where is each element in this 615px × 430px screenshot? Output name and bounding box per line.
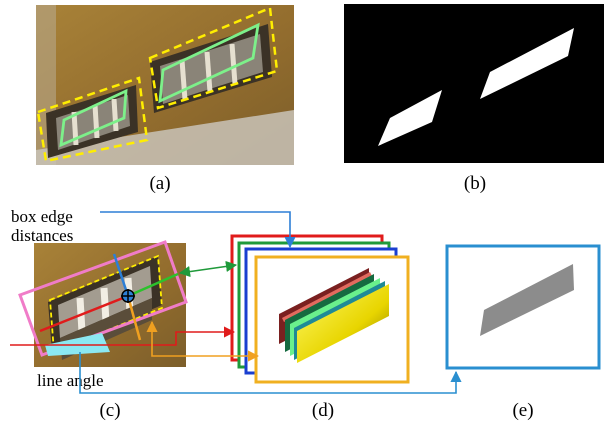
panel-c: box edge distances line angle (c) [11, 207, 188, 421]
distance-line-red [39, 294, 129, 333]
arrow-orange [146, 320, 260, 362]
panel-a: (a) [36, 5, 294, 194]
distance-line-orange [126, 295, 142, 341]
caption-e: (e) [512, 400, 533, 421]
caption-a: (a) [149, 173, 170, 194]
output-shape [480, 264, 574, 336]
mask-shape-1 [378, 90, 442, 146]
panel-e: (e) [445, 244, 601, 421]
window-photo-1 [46, 85, 138, 158]
arrow-blue [100, 211, 296, 249]
mask-shape-2 [480, 28, 574, 99]
distance-line-green [127, 272, 179, 298]
arrow-sky [79, 352, 462, 394]
dashed-bounding-box-1 [36, 76, 149, 163]
panel-d: (d) [230, 234, 410, 421]
arrow-green [178, 260, 238, 278]
panel-b: (b) [344, 4, 604, 194]
caption-b: (b) [464, 173, 486, 194]
arrows [10, 211, 462, 394]
window-outline-1 [59, 88, 128, 148]
caption-d: (d) [312, 400, 334, 421]
caption-c: (c) [99, 400, 120, 421]
box-edge-label-line1: box edge [11, 207, 73, 226]
box-edge-label-line2: distances [11, 226, 73, 245]
target-icon [121, 289, 135, 303]
window-outline-2 [158, 22, 260, 104]
feature-stack [279, 268, 389, 363]
line-angle-label: line angle [37, 371, 104, 390]
distance-line-blue [112, 253, 130, 297]
dashed-bounding-box-c [49, 254, 163, 354]
